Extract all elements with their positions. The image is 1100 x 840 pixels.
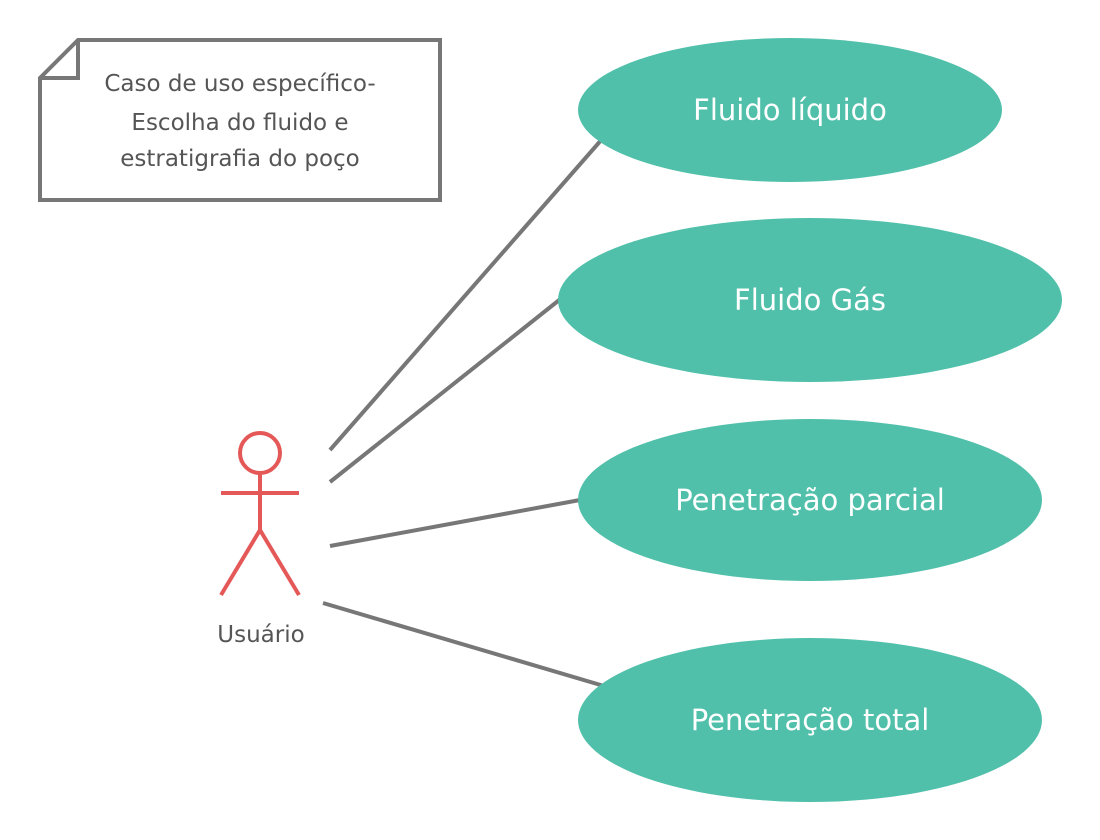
association-penetracao-parcial: [329, 498, 581, 548]
use-case-ellipse: [578, 38, 1002, 182]
actor: Usuário: [217, 431, 305, 648]
use-case-fluido-liquido[interactable]: Fluido líquido: [578, 38, 1002, 182]
use-case-ellipse: [578, 419, 1042, 581]
use-case-fluido-gas[interactable]: Fluido Gás: [558, 218, 1062, 382]
actor-right-leg: [258, 528, 301, 597]
note-line-2: Escolha do fluido e: [131, 110, 348, 136]
note-border: [38, 38, 442, 202]
use-case-ellipse: [578, 638, 1042, 802]
use-case-ellipse: [558, 218, 1062, 382]
note-folded-corner: [40, 40, 80, 80]
use-case-penetracao-parcial[interactable]: Penetração parcial: [578, 419, 1042, 581]
associations: [322, 136, 605, 688]
stick-figure-actor-icon: [219, 431, 301, 597]
association-fluido-gas: [328, 295, 565, 484]
actor-label: Usuário: [217, 622, 304, 648]
association-penetracao-total: [322, 601, 605, 688]
use-case-penetracao-total[interactable]: Penetração total: [578, 638, 1042, 802]
use-case-label: Penetração parcial: [675, 483, 945, 517]
note: Caso de uso específico- Escolha do fluid…: [38, 38, 442, 202]
association-fluido-liquido: [328, 136, 605, 452]
use-case-label: Fluido Gás: [734, 283, 886, 317]
actor-head: [238, 431, 282, 475]
note-line-1: Caso de uso específico-: [104, 71, 375, 97]
use-case-label: Penetração total: [691, 703, 930, 737]
actor-left-leg: [219, 528, 262, 597]
note-line-3: estratigrafia do poço: [120, 146, 360, 172]
use-case-label: Fluido líquido: [693, 93, 887, 127]
